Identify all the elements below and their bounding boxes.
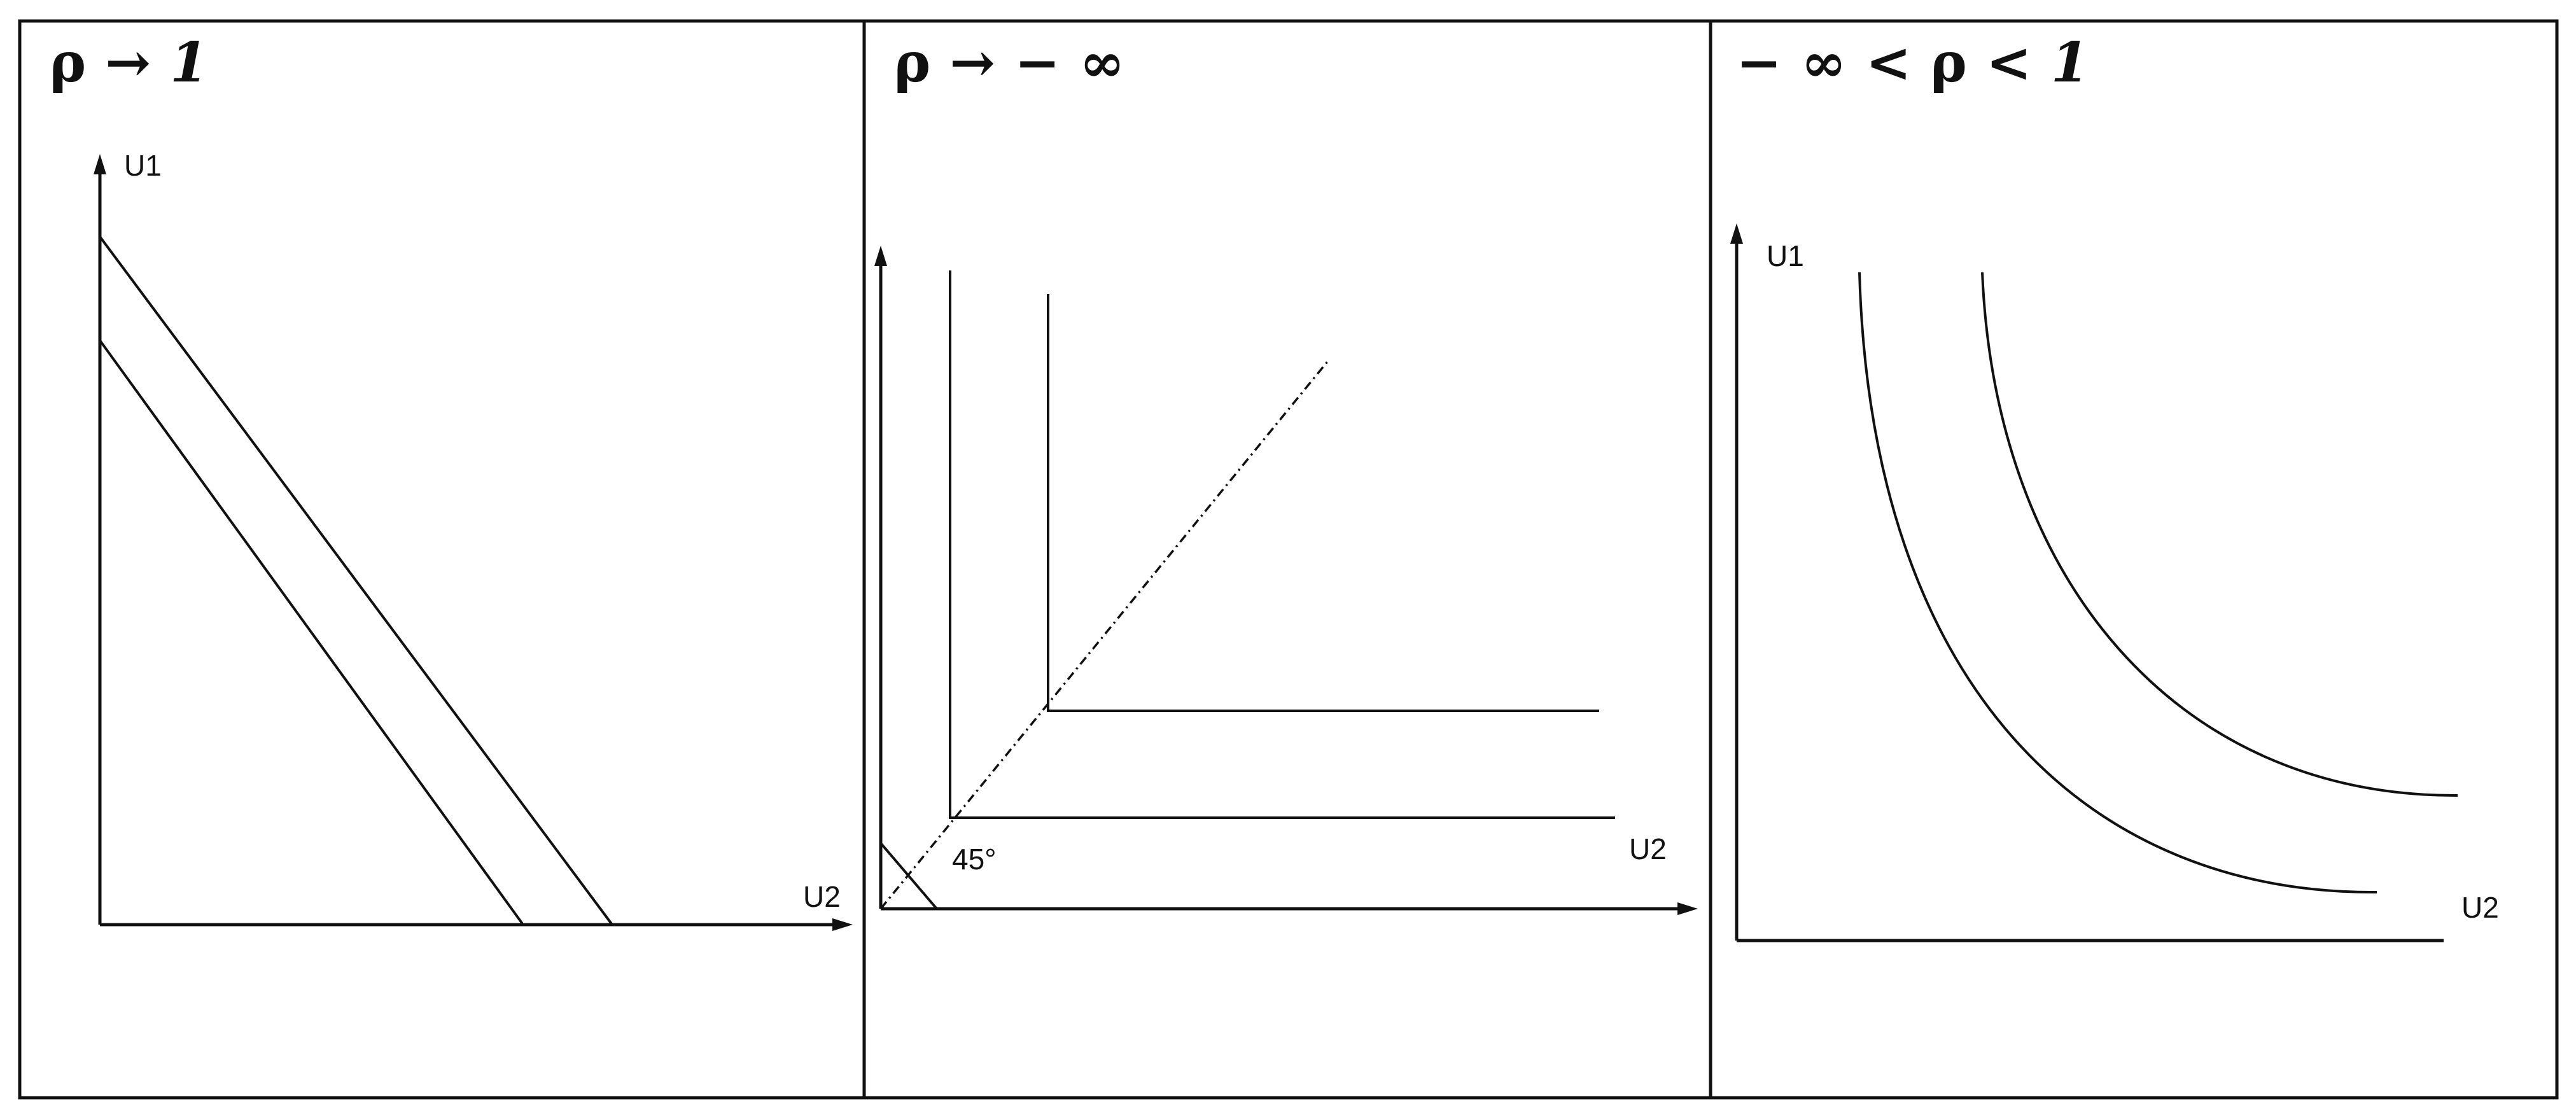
panel-1-y-axis-arrow bbox=[94, 154, 106, 174]
panel-convex-curves: − ∞ < ρ < 1 U1 U2 bbox=[1730, 31, 2499, 942]
panel-2-angle-marker bbox=[879, 842, 938, 910]
panel-1-indifference-line-outer bbox=[99, 235, 613, 926]
panel-3-x-axis-label: U2 bbox=[2461, 891, 2499, 924]
panel-2-x-axis-arrow bbox=[1677, 902, 1698, 915]
panel-perfect-complements: ρ → − ∞ U2 45° bbox=[874, 31, 1698, 915]
panel-2-l-curve-inner bbox=[949, 270, 1615, 819]
panel-1-x-axis-arrow bbox=[832, 918, 853, 931]
panel-2-45-degree-ray bbox=[879, 360, 1329, 910]
panel-3-y-axis-arrow bbox=[1730, 223, 1743, 244]
panel-perfect-substitutes: ρ → 1 U1 U2 bbox=[50, 31, 853, 931]
panel-2-title: ρ → − ∞ bbox=[894, 31, 1125, 95]
panel-3-indifference-curve-inner bbox=[1858, 272, 2377, 894]
panel-3-y-axis-label: U1 bbox=[1767, 239, 1804, 272]
panel-2-x-axis-label: U2 bbox=[1629, 832, 1667, 865]
panel-2-l-curve-outer bbox=[1047, 294, 1599, 712]
panel-1-indifference-line-inner bbox=[99, 339, 524, 926]
panel-2-angle-label: 45° bbox=[952, 843, 997, 876]
panel-1-title: ρ → 1 bbox=[50, 31, 208, 95]
panel-1-y-axis-label: U1 bbox=[124, 149, 162, 182]
panel-3-indifference-curve-outer bbox=[1981, 272, 2458, 797]
panel-2-y-axis-arrow bbox=[874, 246, 887, 266]
panel-1-x-axis-label: U2 bbox=[803, 880, 841, 913]
panel-3-title: − ∞ < ρ < 1 bbox=[1736, 31, 2089, 95]
figure-frame bbox=[18, 19, 2559, 1100]
